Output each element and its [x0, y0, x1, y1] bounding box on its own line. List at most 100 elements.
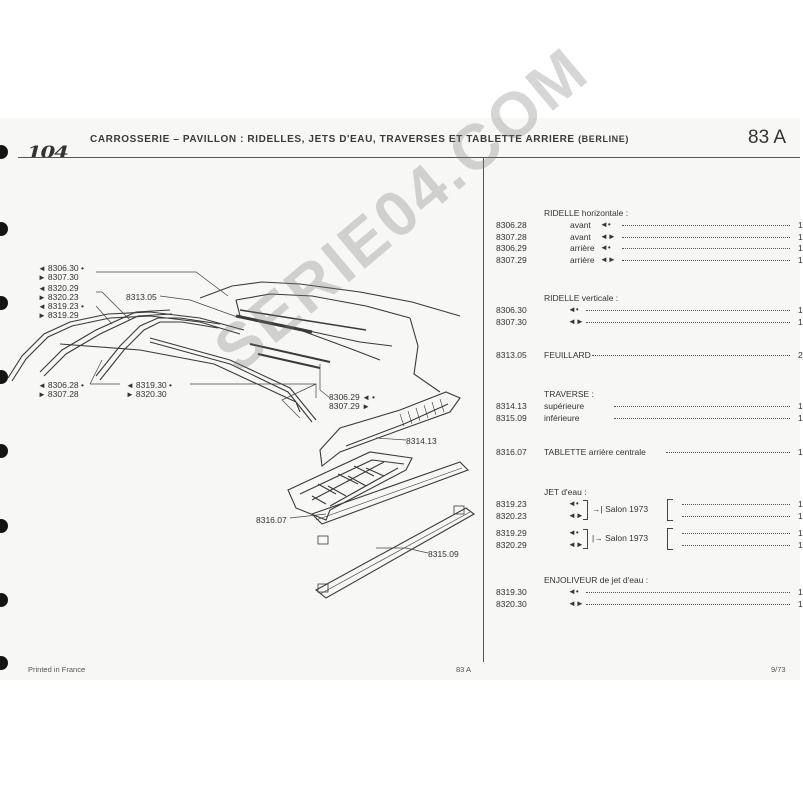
bracket	[667, 499, 673, 521]
binder-hole	[0, 656, 8, 670]
callout-group-bottommid: ◄8319.30 • ►8320.30	[126, 380, 173, 400]
callout-ref: ►8319.29	[38, 310, 79, 321]
leader-dots	[682, 515, 790, 517]
part-ref: 8313.05	[496, 350, 527, 360]
leader-dots	[592, 355, 790, 356]
leader-dots	[622, 248, 790, 249]
part-row: 8314.13 supérieure 1	[496, 401, 803, 413]
section-title: TRAVERSE :	[544, 389, 594, 399]
part-symbol-icon: ◄•	[568, 587, 579, 596]
leader-dots	[586, 310, 790, 311]
part-quantity: 1	[798, 528, 803, 538]
part-label: supérieure	[544, 401, 585, 411]
callout-ref: 8307.29 ►	[329, 401, 371, 412]
part-symbol-icon: ◄►	[568, 510, 584, 520]
traverse-superieure	[319, 391, 461, 468]
callout-ref: ◄8319.30 •	[126, 380, 173, 391]
callout-ref: ◄8320.29	[38, 283, 79, 294]
callout-group-right: 8306.29 ◄• 8307.29 ►	[329, 393, 375, 412]
part-quantity: 1	[798, 316, 803, 327]
tablette-arriere	[287, 451, 413, 521]
callout-ref: ►8320.23	[38, 292, 79, 303]
part-ref: 8306.30	[496, 305, 527, 315]
ridelle-mid	[39, 309, 171, 373]
part-label: FEUILLARD	[544, 350, 591, 360]
part-ref: 8307.30	[496, 316, 527, 327]
ridelle-rear	[149, 337, 317, 421]
salon-1973-before: →| Salon 1973	[592, 504, 649, 514]
part-ref: 8319.29	[496, 528, 527, 538]
callout-ref: ►8307.28	[38, 389, 79, 400]
part-row: 8319.29◄•1	[496, 528, 803, 540]
part-row: 8306.29 arrière ◄• 1	[496, 243, 803, 255]
binder-hole	[0, 296, 8, 310]
leader-dots	[586, 321, 790, 323]
callout-group-topleft: ◄8306.30 • ►8307.30 ◄8320.29 ►8320.23 ◄8…	[38, 264, 85, 321]
salon-1973-after: |→ Salon 1973	[592, 533, 649, 543]
part-quantity: 1	[798, 401, 803, 411]
part-label: inférieure	[544, 412, 580, 423]
part-quantity: 1	[798, 412, 803, 423]
roof-rear-pillar	[409, 317, 441, 393]
part-quantity: 1	[798, 231, 803, 242]
page-title: CARROSSERIE – PAVILLON : RIDELLES, JETS …	[90, 134, 629, 145]
binder-hole	[0, 370, 8, 384]
binder-hole	[0, 145, 8, 159]
part-quantity: 2	[798, 350, 803, 360]
part-row: 8319.23◄•1	[496, 499, 803, 511]
bracket	[667, 528, 673, 550]
part-row: 8306.30◄•1	[496, 305, 803, 317]
ridelle-front	[7, 311, 245, 379]
jet-eau	[95, 317, 221, 377]
part-ref: 8320.30	[496, 598, 527, 609]
leader-dots	[622, 225, 790, 226]
part-quantity: 1	[798, 220, 803, 230]
part-symbol-icon: ◄•	[600, 243, 611, 252]
exploded-diagram	[7, 271, 476, 599]
callout-feuillard: 8313.05	[126, 292, 157, 302]
part-label: arrière	[570, 243, 595, 253]
leader-dots	[586, 592, 790, 593]
binder-hole	[0, 593, 8, 607]
part-ref: 8306.29	[496, 243, 527, 253]
part-row: 8307.30◄►1	[496, 316, 803, 329]
leader-dots	[586, 603, 790, 605]
page-title-text: CARROSSERIE – PAVILLON : RIDELLES, JETS …	[90, 134, 575, 145]
part-label: avant	[570, 220, 591, 230]
part-quantity: 1	[798, 598, 803, 609]
model-logo: 104	[27, 143, 69, 163]
roof-inner-edge	[235, 293, 411, 319]
part-quantity: 1	[798, 510, 803, 521]
catalog-page	[0, 118, 800, 680]
part-quantity: 1	[798, 243, 803, 253]
part-quantity: 1	[798, 499, 803, 509]
section-title: RIDELLE horizontale :	[544, 208, 629, 218]
footer-center: 83 A	[456, 665, 472, 674]
leader-dots	[666, 452, 790, 453]
binder-hole	[0, 444, 8, 458]
part-symbol-icon: ◄►	[568, 598, 584, 608]
part-ref: 8307.29	[496, 254, 527, 265]
callout-traverse-superieure: 8314.13	[406, 436, 437, 446]
section-title: ENJOLIVEUR de jet d'eau :	[544, 575, 649, 585]
callout-ref: ◄8319.23 •	[38, 301, 85, 312]
part-quantity: 1	[798, 305, 803, 315]
binder-hole	[0, 519, 8, 533]
leader-dots	[682, 504, 790, 505]
part-ref: 8316.07	[496, 447, 527, 457]
part-ref: 8319.30	[496, 587, 527, 597]
part-symbol-icon: ◄►	[568, 539, 584, 549]
footer-right: 9/73	[771, 665, 786, 674]
part-quantity: 1	[798, 539, 803, 550]
callout-traverse-inferieure: 8315.09	[428, 549, 459, 559]
part-quantity: 1	[798, 254, 803, 265]
roof-outline-front	[199, 281, 461, 317]
leader-dots	[682, 533, 790, 534]
part-ref: 8314.13	[496, 401, 527, 411]
callout-tablette: 8316.07	[256, 515, 287, 525]
page-code: 83 A	[748, 127, 787, 148]
